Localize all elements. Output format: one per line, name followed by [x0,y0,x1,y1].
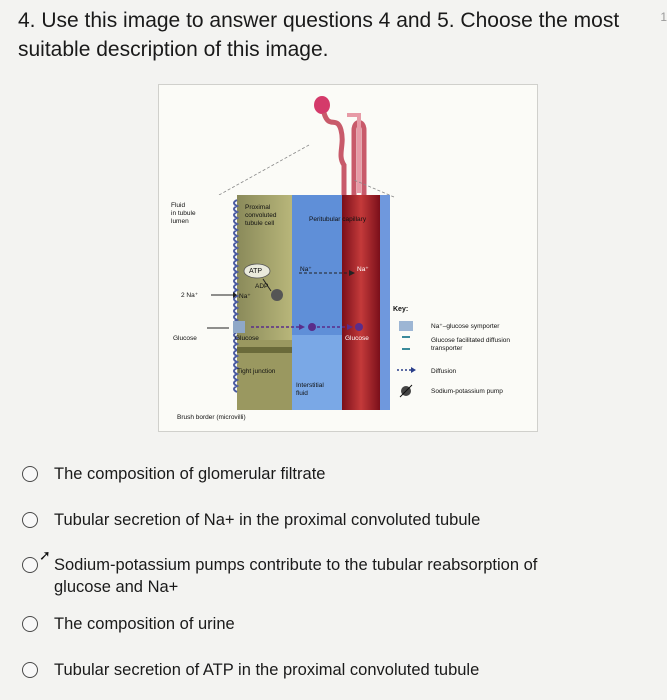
option-label[interactable]: Sodium-potassium pumps contribute to the… [54,556,538,596]
option-4[interactable]: The composition of urine [22,613,584,635]
nephron-figure: Fluid in tubule lumen Proximal convolute… [158,84,538,432]
question-number-fragment: 1 [660,10,667,24]
option-2[interactable]: Tubular secretion of Na+ in the proximal… [22,509,584,531]
label-na-left: 2 Na⁺ [181,292,199,299]
label-interstitial-2: fluid [296,390,308,397]
option-label[interactable]: The composition of glomerular filtrate [54,465,326,483]
label-fluid-lumen-1: Fluid [171,202,185,209]
key-item-transporter: Glucose facilitated diffusion transporte… [431,337,511,352]
label-proximal-1: Proximal [245,204,271,211]
label-glucose-mid: Glucose [235,335,259,342]
key-item-symporter: Na⁺–glucose symporter [431,323,500,330]
label-adp: ADP [255,283,268,290]
brush-border [233,199,240,393]
option-label[interactable]: Tubular secretion of Na+ in the proximal… [54,511,481,529]
label-proximal-3: tubule cell [245,220,275,227]
key-title: Key: [393,306,408,313]
label-fluid-lumen-2: in tubule [171,210,196,217]
label-atp: ATP [249,268,262,275]
option-1[interactable]: The composition of glomerular filtrate [22,463,584,485]
radio-button[interactable] [22,616,38,632]
nephron-sketch [218,96,395,198]
radio-button[interactable] [22,662,38,678]
option-label[interactable]: The composition of urine [54,615,235,633]
key-item-diffusion: Diffusion [431,368,457,375]
label-tight-junction: Tight junction [237,368,276,375]
label-na-to: Na⁺ [357,266,369,273]
label-fluid-lumen-3: lumen [171,218,189,225]
radio-button[interactable] [22,512,38,528]
label-na-mid: Na⁺ [239,293,251,300]
radio-button[interactable] [22,557,38,573]
label-glucose-right: Glucose [345,335,369,342]
label-glucose-left: Glucose [173,335,197,342]
label-brush-border: Brush border (microvilli) [177,414,246,421]
label-peritubular: Peritubular capillary [309,216,367,223]
transporter-icon [402,336,410,350]
label-proximal-2: convoluted [245,212,277,219]
option-5[interactable]: Tubular secretion of ATP in the proximal… [22,659,584,681]
option-label[interactable]: Tubular secretion of ATP in the proximal… [54,661,480,679]
option-3[interactable]: Sodium-potassium pumps contribute to the… [22,554,584,598]
label-na-from: Na⁺ [300,266,312,273]
peritubular-capillary [342,195,380,410]
key-item-pump: Sodium-potassium pump [431,388,503,395]
symporter-icon [399,321,413,331]
question-text: 4. Use this image to answer questions 4 … [18,9,620,61]
radio-button[interactable] [22,466,38,482]
mouse-pointer-icon: ➚ [39,547,51,563]
key-legend: Key: Na⁺–glucose symporter Glucose facil… [393,306,511,398]
label-interstitial-1: Interstitial [296,382,324,389]
